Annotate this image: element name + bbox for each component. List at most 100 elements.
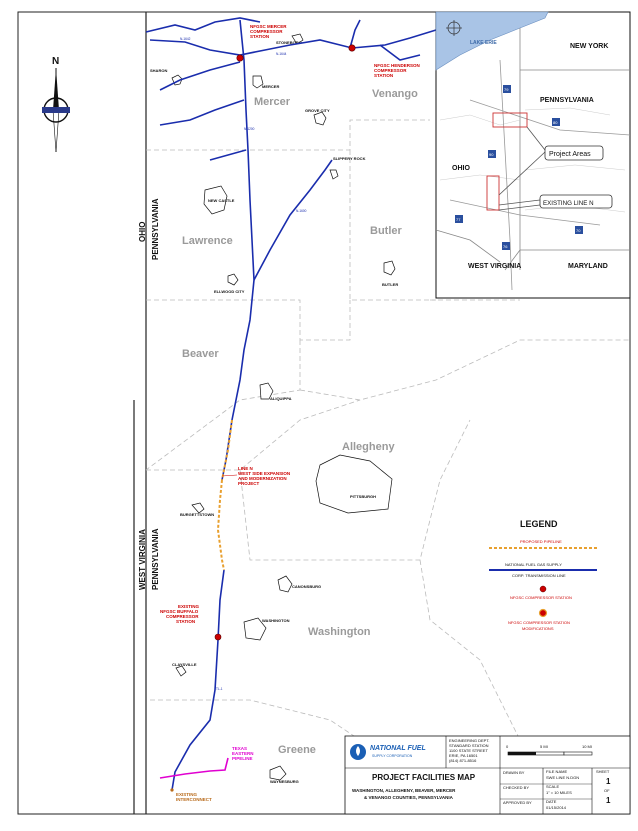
town-outlines: [171, 33, 396, 781]
town-aliquippa: ALIQUIPPA: [270, 396, 292, 401]
town-stoneboro: STONEBORO: [276, 40, 302, 45]
interconnect-marker: [170, 788, 174, 792]
scale-bar: 0 5 MI 10 MI: [506, 744, 593, 756]
town-mercer: MERCER: [262, 84, 279, 89]
address-line-3: 1100 STATE STREET: [449, 748, 488, 753]
state-west-virginia: WEST VIRGINIA: [138, 529, 147, 590]
svg-text:77: 77: [456, 217, 461, 222]
scale-value: 1" = 10 MILES: [546, 790, 572, 795]
pipeline-label-3: N-1200: [244, 127, 255, 131]
scale-label: SCALE: [546, 784, 559, 789]
inset-highways: 79 80 90 77 70 76: [455, 85, 583, 250]
svg-text:76: 76: [503, 244, 508, 249]
buffalo-compressor-station-icon: [214, 633, 222, 641]
town-slippery-rock: SLIPPERY ROCK: [333, 156, 366, 161]
svg-text:80: 80: [553, 120, 558, 125]
pipeline-label-1: N-1642: [180, 37, 191, 41]
henderson-compressor-station-icon: [348, 44, 356, 52]
inset-map: LAKE ERIE NEW YORK PENNSYLVANIA OHIO WES…: [435, 11, 631, 299]
inset-existing-line-n: EXISTING LINE N: [543, 200, 594, 207]
county-lawrence: Lawrence: [182, 235, 233, 247]
county-greene: Greene: [278, 744, 316, 756]
pipeline-label-4: N-1600: [296, 209, 307, 213]
inset-lake-erie: LAKE ERIE: [470, 40, 497, 46]
legend-station-mod-label-1: NFGSC COMPRESSOR STATION: [508, 620, 570, 625]
legend-title: LEGEND: [520, 519, 558, 529]
sheet-of: OF: [604, 788, 610, 793]
town-burgettstown: BURGETTSTOWN: [180, 512, 214, 517]
address-line-1: ENGINEERING DEPT.: [449, 738, 489, 743]
county-washington: Washington: [308, 626, 371, 638]
town-sharon: SHARON: [150, 68, 167, 73]
inset-project-areas-box: [544, 145, 604, 161]
map-title: PROJECT FACILITIES MAP: [372, 773, 476, 782]
county-allegheny: Allegheny: [342, 441, 395, 453]
approved-by-label: APPROVED BY: [503, 800, 532, 805]
inset-project-areas: Project Areas: [549, 151, 591, 158]
svg-text:90: 90: [489, 152, 494, 157]
existing-pipelines: [145, 17, 437, 791]
legend-station-label: NFGSC COMPRESSOR STATION: [510, 595, 572, 600]
line-n-leader: [221, 474, 238, 477]
county-mercer: Mercer: [254, 96, 291, 108]
svg-text:0: 0: [506, 744, 509, 749]
inset-ohio: OHIO: [452, 165, 470, 172]
town-butler: BUTLER: [382, 282, 398, 287]
county-beaver: Beaver: [182, 348, 219, 360]
county-venango: Venango: [372, 88, 418, 100]
inset-maryland: MARYLAND: [568, 263, 608, 270]
legend-existing-label-1: NATIONAL FUEL GAS SUPPLY: [505, 562, 562, 567]
county-boundaries: [145, 119, 630, 741]
inset-pennsylvania: PENNSYLVANIA: [540, 97, 594, 104]
address-line-5: (814) 871-8516: [449, 758, 477, 763]
state-pennsylvania-upper: PENNSYLVANIA: [151, 198, 160, 260]
town-ellwood-city: ELLWOOD CITY: [214, 289, 245, 294]
county-butler: Butler: [370, 225, 403, 237]
pipeline-label-5: TL-1: [216, 687, 223, 691]
address-line-4: ERIE, PA 16501: [449, 753, 478, 758]
town-claysville: CLAYSVILLE: [172, 662, 197, 667]
inset-project-area-south: [486, 175, 500, 211]
company-name: NATIONAL FUEL: [370, 745, 426, 752]
svg-text:5 MI: 5 MI: [540, 744, 548, 749]
company-subname: SUPPLY CORPORATION: [372, 754, 413, 758]
texas-eastern-pipeline: [159, 757, 229, 779]
north-label: N: [52, 56, 59, 67]
proposed-pipeline: [216, 479, 225, 571]
svg-text:70: 70: [576, 228, 581, 233]
legend-proposed-label: PROPOSED PIPELINE: [520, 539, 562, 544]
date-value: 01/15/2014: [546, 805, 567, 810]
svg-text:10 MI: 10 MI: [582, 744, 592, 749]
legend: LEGEND PROPOSED PIPELINE NATIONAL FUEL G…: [489, 519, 597, 631]
town-canonsburg: CANONSBURG: [292, 584, 321, 589]
sheet-label: SHEET: [596, 769, 610, 774]
state-ohio: OHIO: [138, 222, 147, 242]
legend-station-mod-icon: [538, 608, 548, 618]
drawn-by-label: DRAWN BY: [503, 770, 525, 775]
inset-new-york: NEW YORK: [570, 43, 608, 50]
inset-project-area-north: [492, 112, 528, 128]
svg-text:79: 79: [504, 87, 509, 92]
title-block: NATIONAL FUEL SUPPLY CORPORATION ENGINEE…: [344, 735, 631, 815]
town-new-castle: NEW CASTLE: [208, 198, 235, 203]
inset-west-virginia: WEST VIRGINIA: [468, 263, 521, 270]
proposed-pipeline-upper: [221, 419, 233, 481]
map-subtitle-2: & VENANGO COUNTIES, PENNSYLVANIA: [364, 795, 454, 800]
town-waynesburg: WAYNESBURG: [270, 779, 299, 784]
inset-existing-line-n-box: [539, 194, 613, 209]
mercer-compressor-station-icon: [236, 54, 244, 62]
legend-existing-label-2: CORP. TRANSMISSION LINE: [512, 573, 566, 578]
legend-station-icon: [539, 585, 547, 593]
north-arrow: N: [42, 56, 70, 153]
town-grove-city: GROVE CITY: [305, 108, 330, 113]
address-line-2: STANDARD STATION: [449, 743, 489, 748]
pipeline-label-2: N-1644: [276, 52, 287, 56]
legend-station-mod-label-2: MODIFICATIONS: [522, 626, 554, 631]
